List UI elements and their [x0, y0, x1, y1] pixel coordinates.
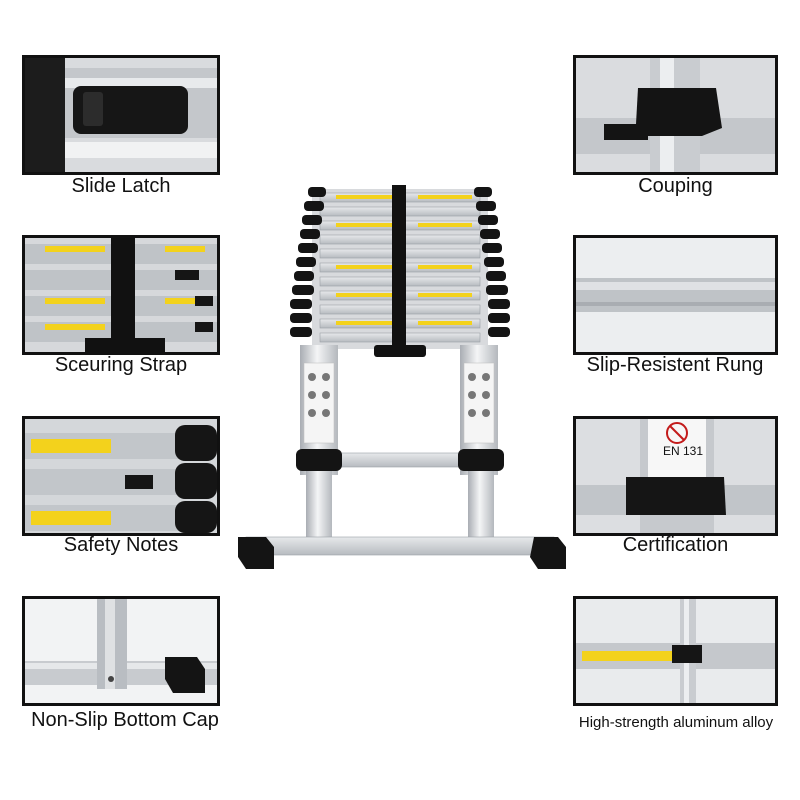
couping-caption: Couping: [638, 175, 713, 197]
safety-notes-caption: Safety Notes: [63, 534, 179, 556]
non-slip-bottom-cap-photo: [22, 596, 220, 706]
certification-caption: Certification: [622, 534, 729, 556]
couping-photo: [573, 55, 778, 175]
slip-resistent-rung-photo: [573, 235, 778, 355]
slide-latch-photo: [22, 55, 220, 175]
safety-notes-photo: [22, 416, 220, 536]
securing-strap-caption: Sceuring Strap: [54, 354, 188, 376]
certification-photo: EN 131: [573, 416, 778, 536]
certification-label: EN 131: [662, 444, 704, 458]
telescopic-ladder-image: [232, 185, 568, 575]
aluminum-alloy-caption: High-strength aluminum alloy: [578, 714, 774, 731]
aluminum-alloy-photo: [573, 596, 778, 706]
non-slip-bottom-cap-caption: Non-Slip Bottom Cap: [31, 709, 219, 731]
slip-resistent-rung-caption: Slip-Resistent Rung: [586, 354, 764, 376]
slide-latch-caption: Slide Latch: [71, 175, 171, 197]
securing-strap-photo: [22, 235, 220, 355]
